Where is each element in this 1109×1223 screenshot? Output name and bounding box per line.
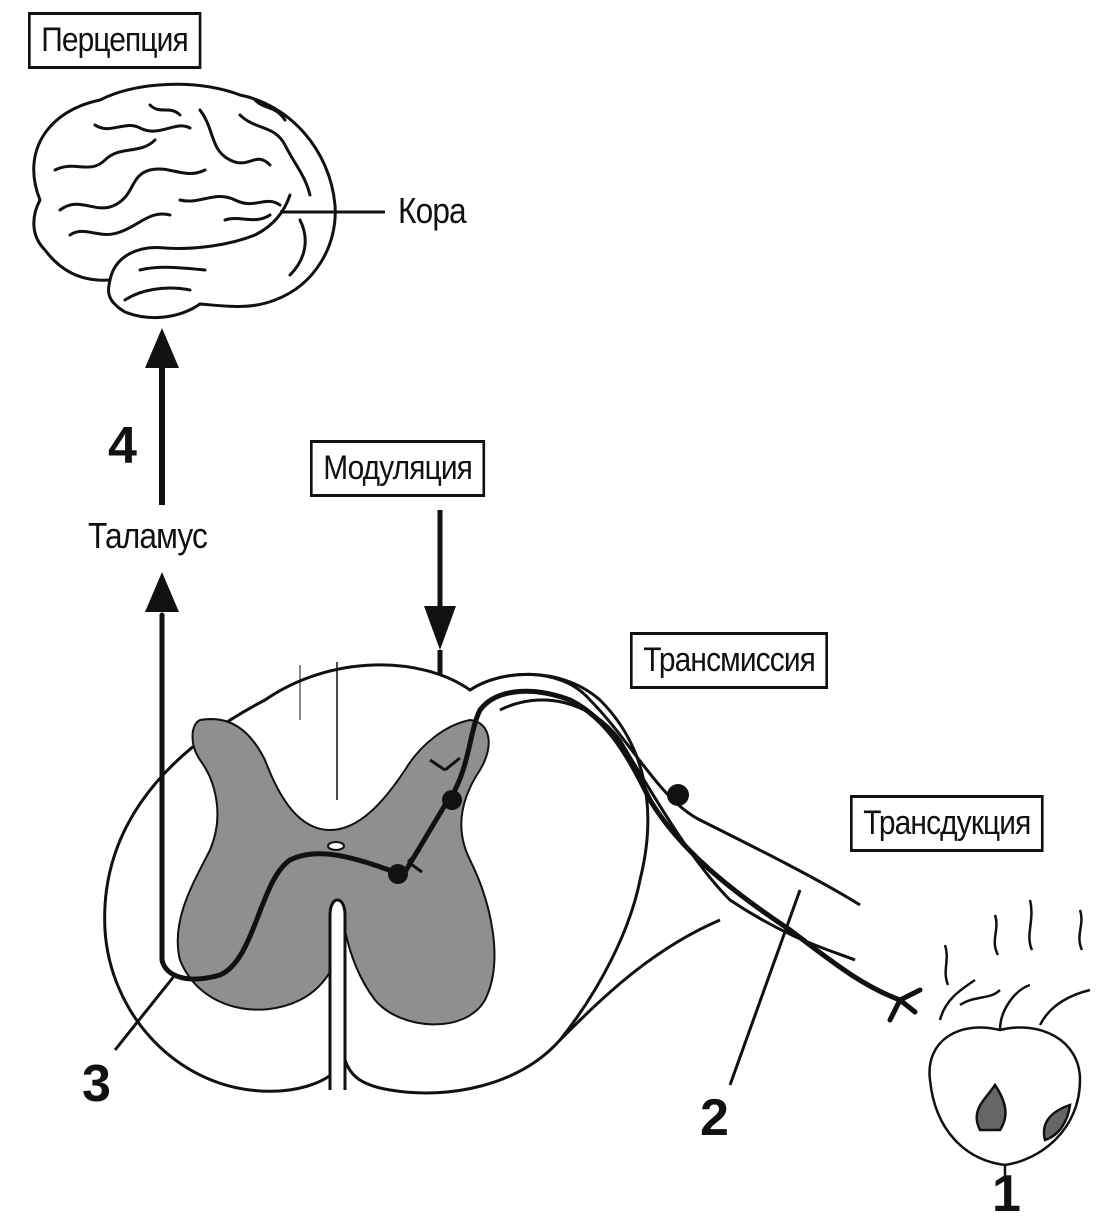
step-number-2: 2: [700, 1092, 729, 1144]
brain-icon: [34, 84, 336, 317]
step-number-4: 4: [108, 420, 137, 472]
ascending-arrow-to-thalamus: [145, 572, 179, 612]
step-number-1: 1: [992, 1168, 1021, 1220]
cortex-label: Кора: [398, 190, 466, 232]
step-number-3: 3: [82, 1058, 111, 1110]
transmission-label: Трансмиссия: [630, 632, 828, 689]
pointer-line-2: [730, 890, 800, 1085]
ascending-arrow-to-cortex: [145, 328, 179, 505]
spinal-cord-cross-section: [105, 662, 860, 1093]
skin-receptor-icon: [930, 900, 1090, 1180]
thalamus-label: Таламус: [88, 515, 207, 557]
transduction-label: Трансдукция: [850, 795, 1044, 852]
modulation-label: Модуляция: [310, 440, 485, 497]
perception-label: Перцепция: [28, 12, 201, 69]
